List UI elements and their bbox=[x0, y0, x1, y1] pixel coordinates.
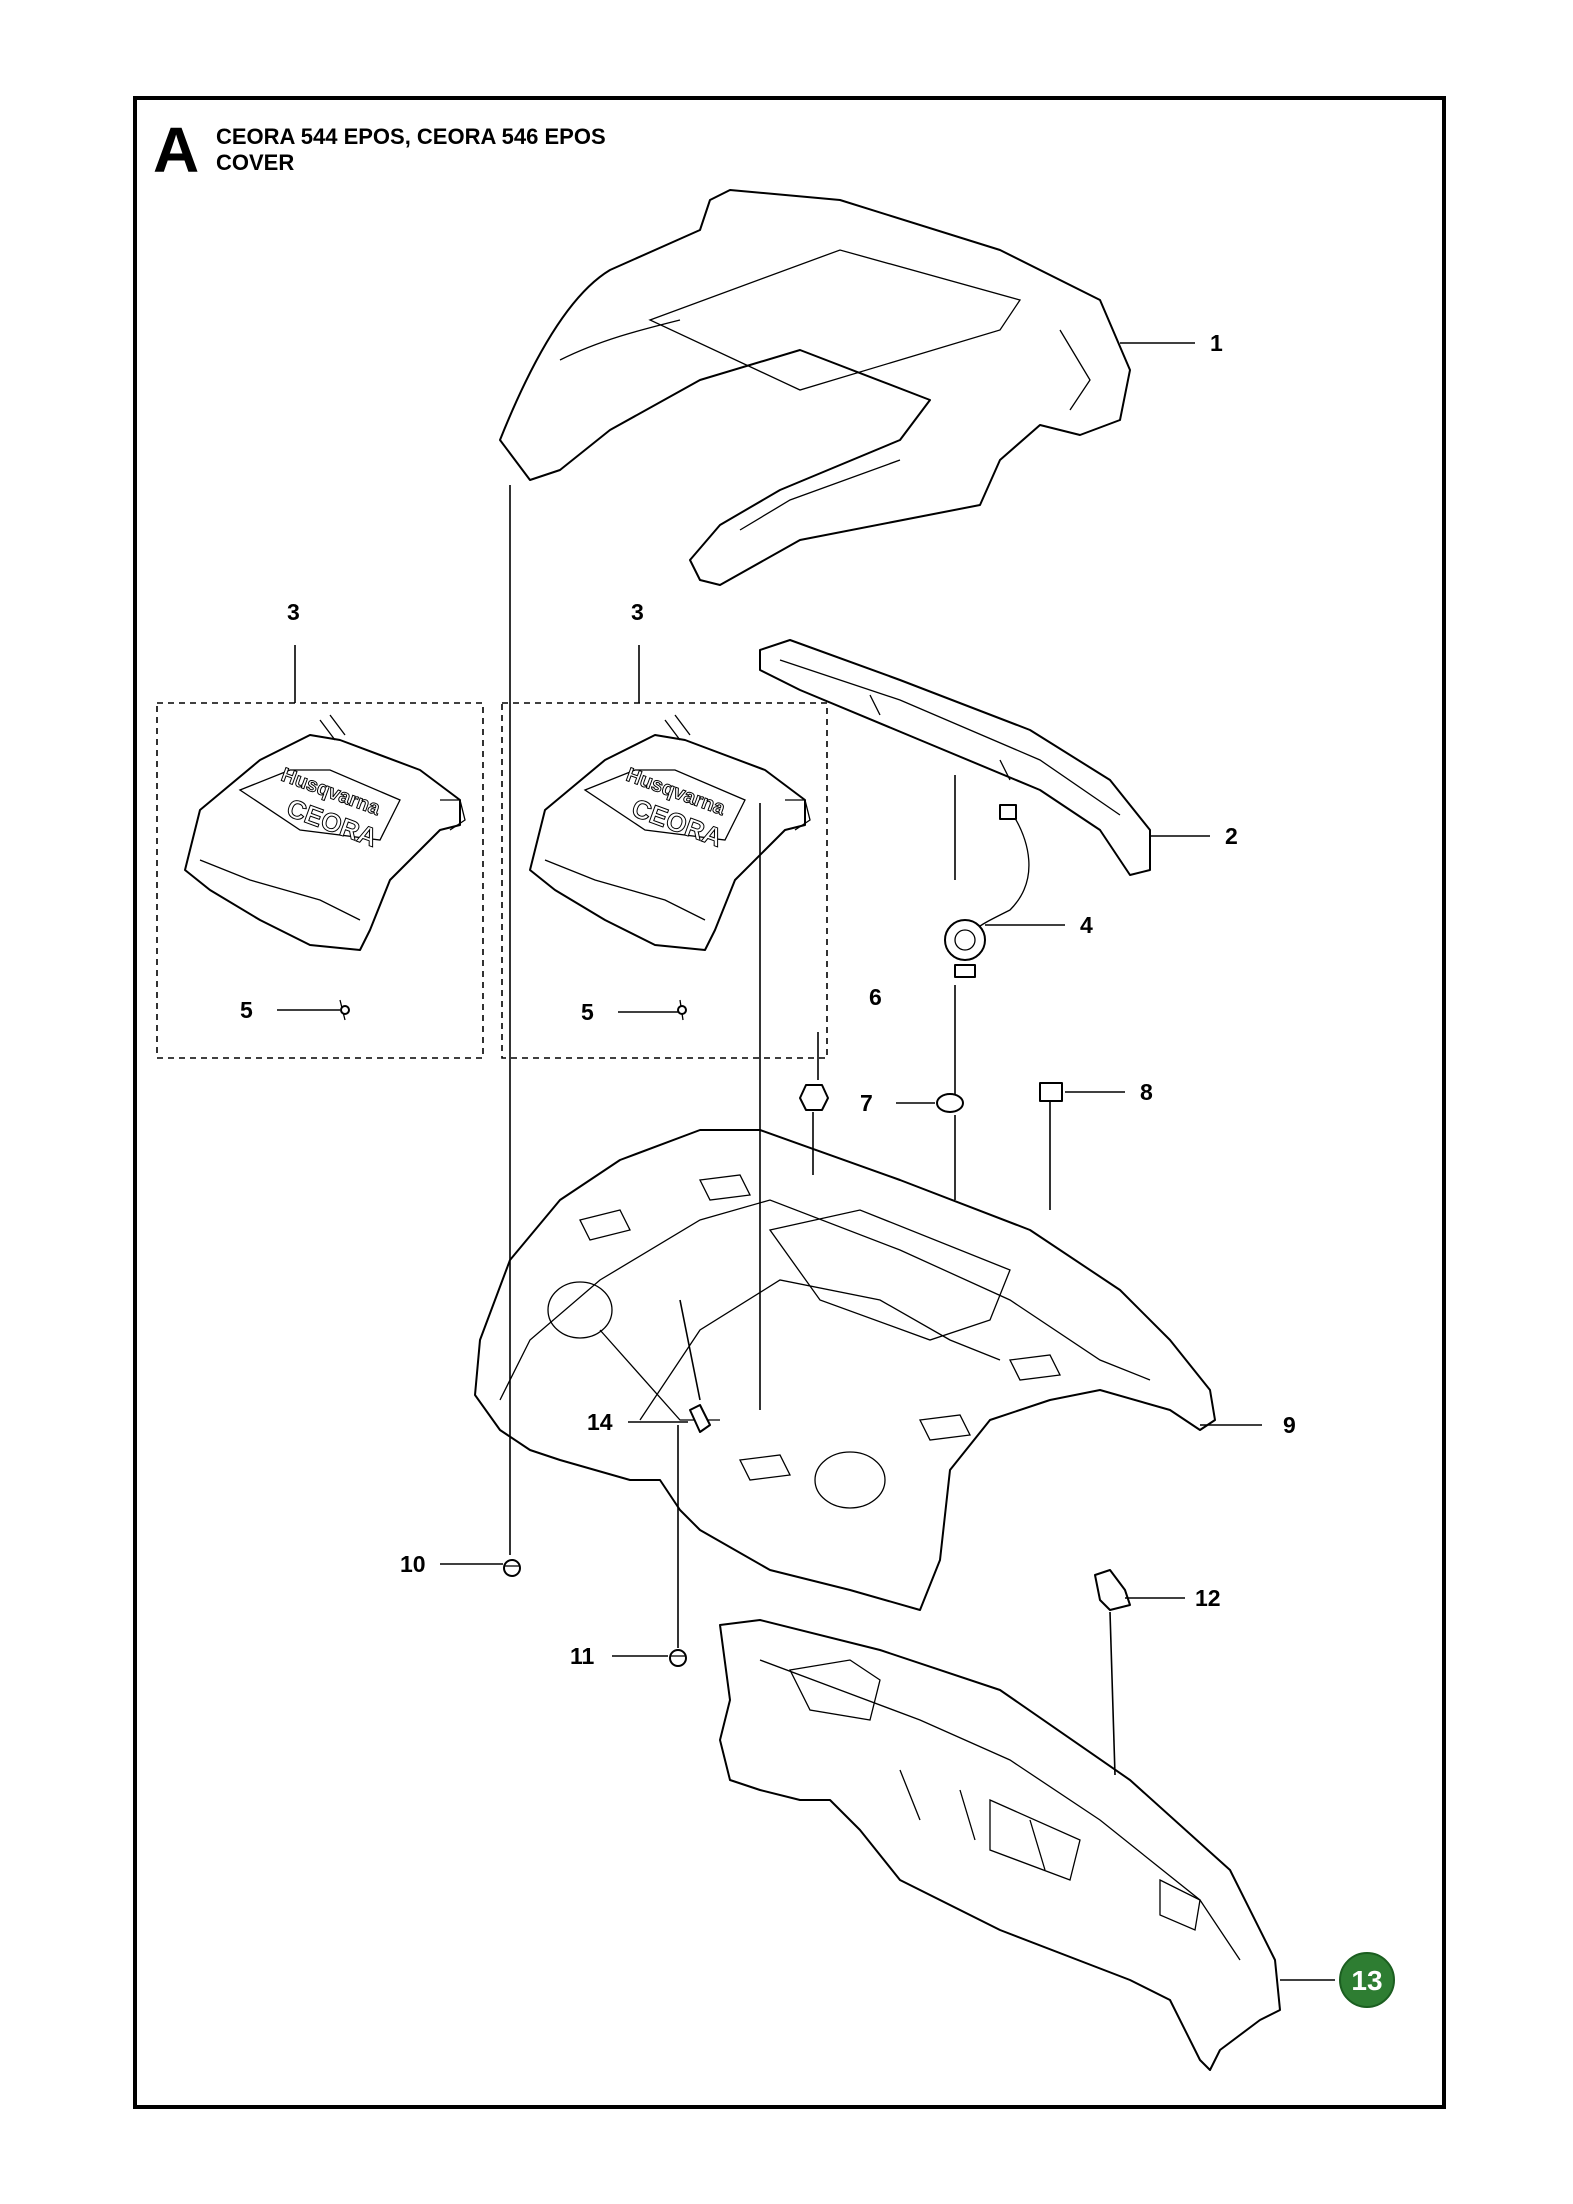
part-14-clip bbox=[689, 1404, 711, 1433]
part-7-plug bbox=[936, 1093, 964, 1113]
callout-7: 7 bbox=[860, 1090, 873, 1116]
part-3-right-group-box bbox=[501, 702, 828, 1059]
diagram-frame bbox=[133, 96, 1446, 2109]
callout-4: 4 bbox=[1080, 912, 1093, 938]
part-10-screw bbox=[503, 1559, 521, 1577]
part-9-main-body bbox=[474, 1129, 1216, 1611]
page-title: CEORA 544 EPOS, CEORA 546 EPOS bbox=[216, 124, 606, 149]
part-4-connector-cable bbox=[944, 804, 1030, 978]
callout-9: 9 bbox=[1283, 1412, 1296, 1438]
callout-6: 6 bbox=[869, 984, 882, 1010]
part-1-top-cover bbox=[499, 189, 1131, 586]
part-11-nut bbox=[669, 1649, 687, 1667]
callout-8: 8 bbox=[1140, 1079, 1153, 1105]
part-8-clip bbox=[1039, 1082, 1063, 1102]
leader-lines bbox=[277, 342, 1335, 1981]
callout-1: 1 bbox=[1210, 330, 1223, 356]
section-letter: A bbox=[153, 114, 200, 186]
callout-2: 2 bbox=[1225, 823, 1238, 849]
part-3-left-lid: Husqvarna CEORA bbox=[184, 714, 466, 951]
page-subtitle: COVER bbox=[216, 150, 295, 175]
callout-5-right: 5 bbox=[581, 999, 594, 1025]
callout-11: 11 bbox=[570, 1643, 595, 1669]
part-2-bumper-bar bbox=[759, 639, 1151, 876]
part-3-right-lid: Husqvarna CEORA bbox=[529, 714, 811, 951]
callout-12: 12 bbox=[1195, 1585, 1221, 1611]
part-6-nut bbox=[799, 1084, 829, 1111]
callout-3-left: 3 bbox=[287, 599, 300, 625]
part-5-screw-left bbox=[339, 999, 350, 1021]
callout-10: 10 bbox=[400, 1551, 426, 1577]
callout-13: 13 bbox=[1351, 1965, 1382, 1996]
part-5-screw-right bbox=[677, 999, 687, 1021]
callout-14: 14 bbox=[587, 1409, 613, 1435]
part-12-bracket bbox=[1094, 1569, 1131, 1611]
callout-3-right: 3 bbox=[631, 599, 644, 625]
callout-5-left: 5 bbox=[240, 997, 253, 1023]
part-13-front-bumper bbox=[719, 1619, 1281, 2071]
callout-13-badge: 13 bbox=[1339, 1952, 1395, 2008]
